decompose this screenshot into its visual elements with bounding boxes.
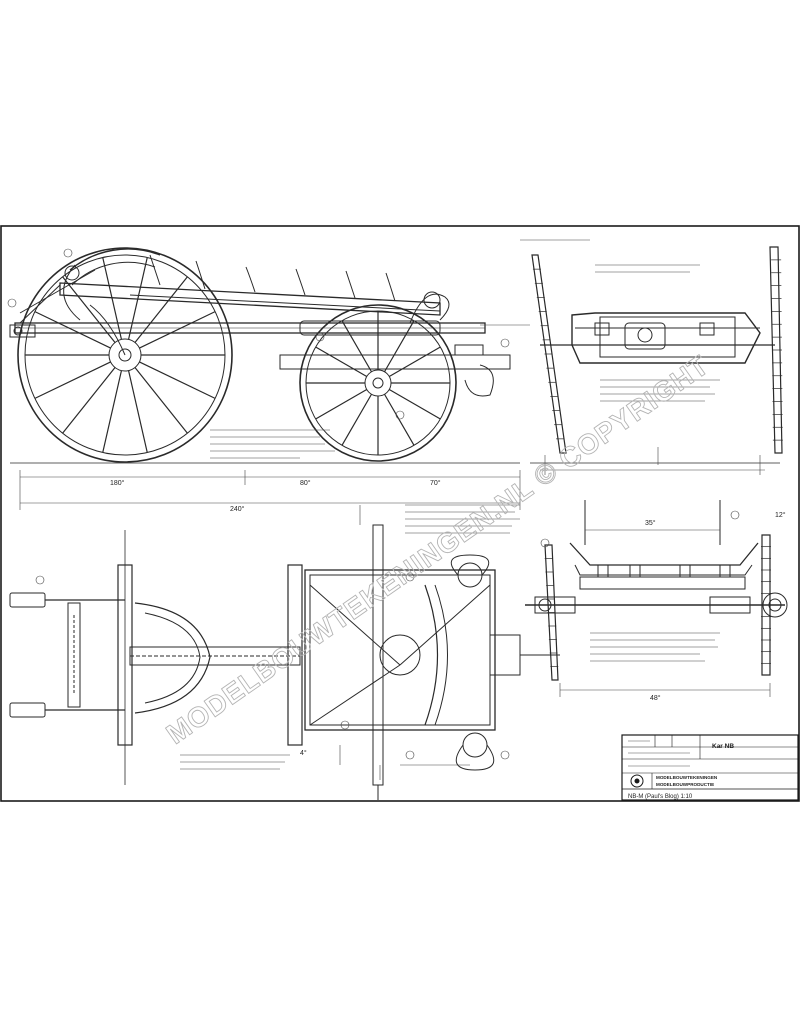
dim-plan-a: 4° (300, 749, 307, 757)
drawing-title: Kar NB (712, 743, 734, 750)
dim-front-b: 35° (645, 519, 656, 527)
dim-side-b: 240° (230, 505, 245, 513)
dim-side-c: 80° (300, 479, 311, 487)
small-wheel (299, 304, 457, 462)
maker-line-2: MODELBOUWPRODUCTIE (656, 782, 714, 787)
front-view (525, 500, 788, 681)
dim-side-a: 180° (110, 479, 125, 487)
side-annotations (7, 248, 530, 510)
rear-annotations (520, 239, 765, 475)
dim-side-d: 70° (430, 479, 441, 487)
maker-logo-icon (630, 774, 644, 788)
title-block-footer: NB-M (Paul's Blog) 1:10 (628, 794, 693, 800)
drawing-sheet: 180° 240° 80° 70° (0, 225, 800, 802)
dim-front-c: 48° (650, 694, 661, 702)
large-wheel (17, 247, 233, 463)
plan-annotations (35, 504, 520, 780)
sheet-border (0, 225, 800, 802)
front-annotations (540, 510, 771, 697)
maker-line-1: MODELBOUWTEKENINGEN (656, 775, 718, 780)
rear-view (530, 246, 783, 464)
dim-front-a: 12° (775, 511, 786, 519)
title-block (621, 734, 799, 801)
plan-view (9, 524, 560, 800)
side-view (9, 247, 520, 464)
technical-drawing: 180° 240° 80° 70° (0, 225, 800, 802)
